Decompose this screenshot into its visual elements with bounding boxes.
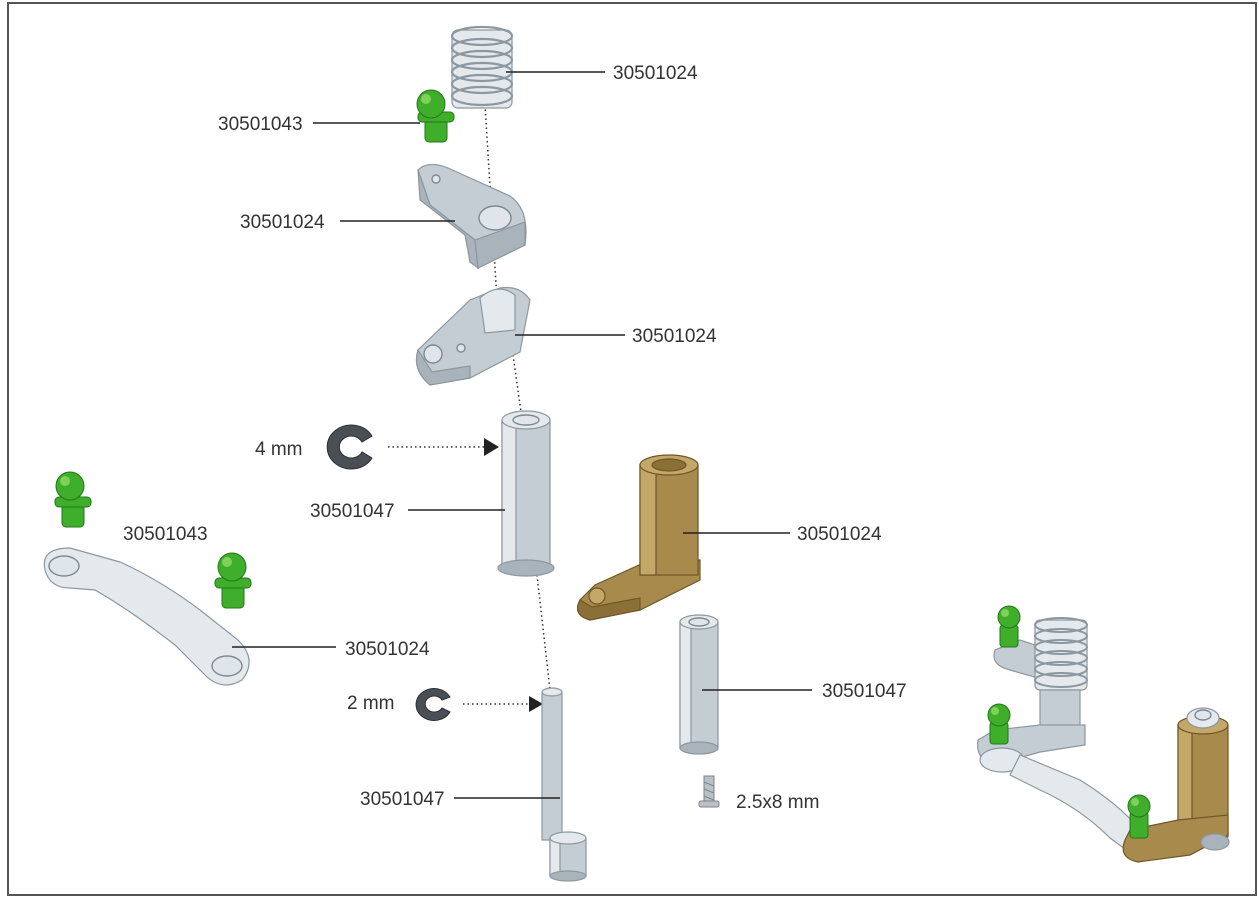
shaft-icon xyxy=(541,687,587,882)
label-upper-arm: 30501024 xyxy=(240,212,325,233)
assembly-axis-top xyxy=(484,104,498,301)
arm-icon xyxy=(417,163,527,270)
link-arm-icon xyxy=(43,547,250,686)
arm-icon xyxy=(415,286,531,386)
assembly-axis-mid xyxy=(512,354,522,413)
e-clip-icon xyxy=(415,688,451,721)
label-ball-top: 30501043 xyxy=(218,114,303,135)
assembly-axis-low xyxy=(536,574,551,691)
label-lower-arm: 30501024 xyxy=(632,326,717,347)
ball-stud-icon xyxy=(54,471,92,528)
brass-arm-icon xyxy=(577,454,701,621)
ball-stud-icon xyxy=(416,89,455,143)
label-spring: 30501024 xyxy=(613,63,698,84)
arrowhead-clip-2mm xyxy=(529,696,543,712)
label-clip-2mm: 2 mm xyxy=(347,693,395,714)
label-balls-left: 30501043 xyxy=(123,524,208,545)
arrowhead-clip-4mm xyxy=(484,438,499,456)
label-shaft: 30501047 xyxy=(360,789,445,810)
assembled-icon xyxy=(977,605,1230,863)
diagram-frame xyxy=(7,2,1257,896)
label-brass-arm: 30501024 xyxy=(797,524,882,545)
ball-stud-icon xyxy=(214,552,252,609)
screw-icon xyxy=(698,775,720,808)
label-clip-4mm: 4 mm xyxy=(255,439,303,460)
label-upper-post: 30501047 xyxy=(310,501,395,522)
post-icon xyxy=(679,614,719,755)
label-link-arm: 30501024 xyxy=(345,639,430,660)
label-screw: 2.5x8 mm xyxy=(736,792,819,813)
spring-icon xyxy=(450,25,514,109)
label-pin-sleeve: 30501047 xyxy=(822,681,907,702)
e-clip-icon xyxy=(326,424,373,470)
post-icon xyxy=(497,410,555,577)
